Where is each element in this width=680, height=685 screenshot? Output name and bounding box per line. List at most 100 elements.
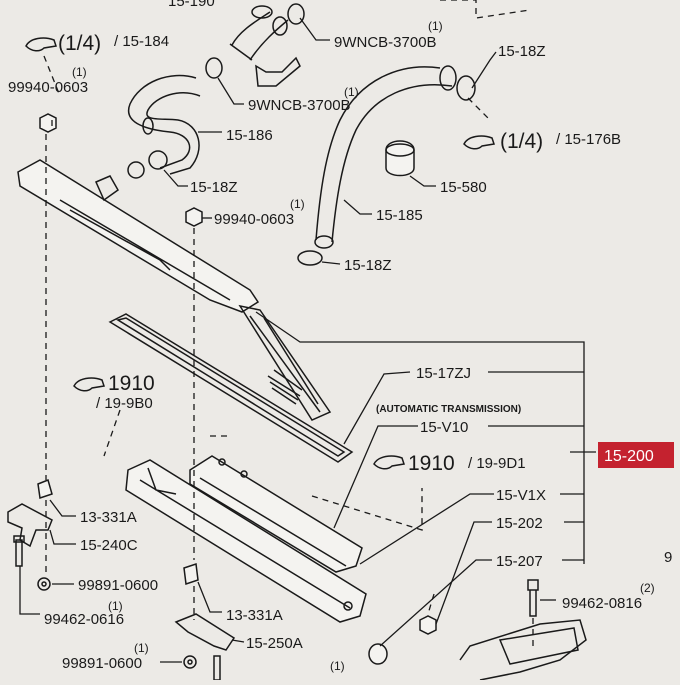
- label-9wncb-top: 9WNCB-3700B: [334, 34, 437, 51]
- leader-13-331a-left: [49, 499, 76, 517]
- lower-tank-detail: [199, 477, 347, 567]
- label-15-v10: 15-V10: [420, 419, 468, 436]
- label-99462-right: 99462-0816: [562, 595, 642, 612]
- leader-99462-left: [19, 566, 40, 615]
- bracket-top: [255, 56, 301, 87]
- label-15-250a: 15-250A: [246, 635, 303, 652]
- drain-15-202: [419, 615, 437, 635]
- hose-15-186: [127, 74, 201, 175]
- washer-99891-bottom-hole: [187, 659, 193, 665]
- qty-99462-bottom: (1): [330, 659, 345, 673]
- washer-99891-top-hole: [41, 581, 47, 587]
- washer-99891-bottom: [183, 655, 197, 669]
- label-15-186: 15-186: [226, 127, 273, 144]
- hand-pointer-icon-176b: [463, 135, 495, 150]
- dash-1910-left: [103, 409, 121, 457]
- leader-9wncb-mid: [217, 77, 244, 105]
- bracket-bottom-right-plate: [498, 627, 579, 665]
- upper-tank-filler: [95, 175, 119, 202]
- label-15-185: 15-185: [376, 207, 423, 224]
- label-15-176b: / 15-176B: [556, 131, 621, 148]
- label-9wncb-mid: 9WNCB-3700B: [248, 97, 351, 114]
- radiator-upper-tank: [17, 159, 260, 313]
- hose-15-185-end-bottom: [314, 235, 334, 249]
- upper-tank-detail: [59, 199, 231, 301]
- label-15-184: / 15-184: [114, 33, 169, 50]
- leader-15-250a: [231, 639, 245, 643]
- leader-15-17zj: [343, 371, 411, 445]
- bracket-15-250a: [174, 613, 236, 651]
- frac-15-184: (1/4): [58, 32, 101, 55]
- label-15-240c: 15-240C: [80, 537, 138, 554]
- dash-1910-right: [311, 488, 423, 531]
- radiator-core: [238, 304, 332, 421]
- qty-99462-right: (2): [640, 581, 655, 595]
- clamp-15-18z-top: [456, 75, 476, 101]
- radiator-core-hatch: [267, 369, 303, 405]
- qty-99891-bottom: (1): [134, 641, 149, 655]
- centre-lines: [43, 0, 534, 650]
- lower-tank-bolt-b: [240, 470, 248, 478]
- cooler-detail: [139, 467, 351, 609]
- clamp-top-c: [272, 16, 288, 36]
- leader-lines: [19, 17, 596, 663]
- qty-9wncb-mid: (1): [344, 85, 359, 99]
- hose-15-190: [229, 11, 289, 61]
- leader-15-580: [409, 175, 436, 187]
- cap-15-580: [385, 140, 415, 177]
- qty-99462-left: (1): [108, 599, 123, 613]
- hose-15-185-end-top: [439, 65, 457, 91]
- leader-15-185: [343, 199, 372, 215]
- leader-15-207: [379, 559, 492, 647]
- label-99940-mid: 99940-0603: [214, 211, 294, 228]
- label-15-580: 15-580: [440, 179, 487, 196]
- clamp-15-18z-left: [148, 150, 168, 170]
- nut-99940-top: [39, 113, 57, 133]
- label-15-190: 15-190: [168, 0, 215, 10]
- cooler-drain: [343, 601, 353, 611]
- clamp-9wncb-mid: [205, 57, 223, 79]
- label-15-v1x: 15-V1X: [496, 487, 546, 504]
- hand-pointer-icon-1910-right: [373, 455, 405, 470]
- clamp-top-b: [287, 3, 305, 25]
- highlight-box-15-200: [598, 442, 674, 468]
- plug-15-207: [368, 643, 388, 665]
- dash-ref-184: [43, 55, 61, 97]
- label-15-207: 15-207: [496, 553, 543, 570]
- clamp-15-18z-mid: [297, 250, 323, 266]
- hand-pointer-icon: [25, 37, 495, 470]
- label-15-18z-left: 15-18Z: [190, 179, 238, 196]
- note-automatic-transmission: (AUTOMATIC TRANSMISSION): [376, 404, 521, 415]
- leader-15-v10: [333, 425, 418, 529]
- leader-15-18z-top: [471, 51, 497, 89]
- label-15-202: 15-202: [496, 515, 543, 532]
- label-1910-right: 1910: [408, 452, 455, 475]
- bracket-bottom-right: [459, 619, 587, 681]
- leader-13-331a-mid: [197, 581, 222, 613]
- lower-tank-bolt-a: [218, 458, 226, 466]
- label-15-200: 15-200: [604, 448, 654, 465]
- label-1910-left: 1910: [108, 372, 155, 395]
- label-99891-top: 99891-0600: [78, 577, 158, 594]
- hand-pointer-icon-1910-left: [73, 377, 105, 392]
- nut-99940-mid: [185, 207, 203, 227]
- label-99891-bottom: 99891-0600: [62, 655, 142, 672]
- bolt-bottom: [213, 655, 221, 681]
- label-19-9b0: / 19-9B0: [96, 395, 153, 412]
- leader-15-18z-mid: [321, 261, 341, 265]
- cap-top: [385, 143, 415, 157]
- label-15-17zj: 15-17ZJ: [416, 365, 471, 382]
- dash-ref-176b: [467, 97, 489, 119]
- leader-15-200-bracket: [255, 311, 585, 564]
- bracket-15-240c: [7, 503, 53, 548]
- clamp-15-18z-left-b: [127, 161, 145, 179]
- label-15-18z-mid: 15-18Z: [344, 257, 392, 274]
- qty-99940-mid: (1): [290, 197, 305, 211]
- washer-99891-top: [37, 577, 51, 591]
- label-19-9d1: / 19-9D1: [468, 455, 526, 472]
- frac-15-176b: (1/4): [500, 130, 543, 153]
- label-13-331a-left: 13-331A: [80, 509, 137, 526]
- bolt-99462-left: [13, 535, 25, 567]
